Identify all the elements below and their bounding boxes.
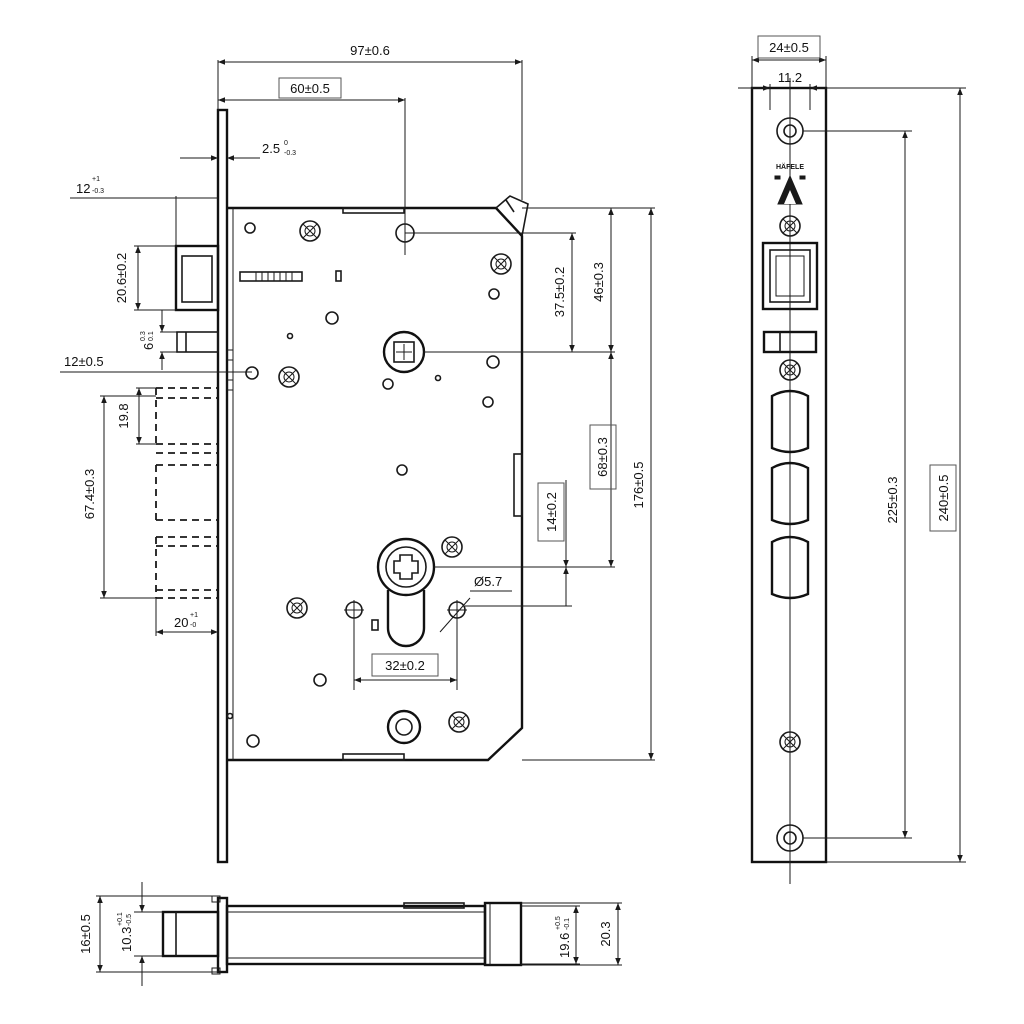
logo-brand-text: HÄFELE bbox=[776, 163, 804, 171]
dim-latch-projection: 12 bbox=[76, 181, 90, 196]
dim-bolt-span: 67.4±0.3 bbox=[82, 469, 97, 520]
lock-case-body bbox=[227, 206, 524, 762]
bottom-faceplate bbox=[216, 896, 229, 974]
side-notch bbox=[513, 453, 523, 517]
dim-bolt-projection-sub: -0 bbox=[190, 622, 196, 629]
top-tab-detail bbox=[505, 199, 515, 213]
dim-case-depth: 16±0.5 bbox=[78, 914, 93, 954]
dim-case-height: 176±0.5 bbox=[631, 462, 646, 509]
dim-deadlock-height-sub: 0.1 bbox=[148, 331, 155, 341]
faceplate-view: HÄFELE bbox=[738, 35, 966, 884]
dim-faceplate-inner: 11.2 bbox=[778, 70, 802, 85]
dim-faceplate-width-box bbox=[757, 35, 821, 59]
bottom-tab bbox=[483, 901, 523, 967]
bolt-dashed-outlines bbox=[155, 387, 218, 599]
dim-latch-height: 20.6±0.2 bbox=[114, 253, 129, 304]
rivet bbox=[448, 711, 470, 733]
front-view: 97±0.6 60±0.5 2.5 0 -0.3 12 +1 -0.3 20.6… bbox=[60, 43, 655, 864]
dim-latch-projection-sup: +1 bbox=[92, 176, 100, 183]
dim-bolt-projection-sup: +1 bbox=[190, 612, 198, 619]
spring-mechanism bbox=[239, 270, 342, 282]
follower-hub bbox=[382, 330, 426, 374]
dim-latch-depth-sub: -0.5 bbox=[126, 914, 133, 926]
faceplate-outline bbox=[750, 86, 828, 864]
top-tab bbox=[495, 195, 529, 237]
bottom-case bbox=[225, 904, 487, 966]
front-dimension-lines bbox=[60, 59, 655, 761]
latch-bolt bbox=[174, 244, 220, 312]
latch-opening bbox=[761, 241, 819, 311]
rivet bbox=[490, 253, 512, 275]
dim-follower-to-top: 46±0.3 bbox=[591, 262, 606, 302]
top-slot bbox=[342, 207, 405, 214]
dim-backset-box bbox=[278, 77, 342, 99]
faceplate-rivet-mid bbox=[779, 359, 801, 381]
deadlock-latch bbox=[176, 331, 219, 353]
dim-hole-dia: Ø5.7 bbox=[474, 574, 502, 589]
dim-deadlock-height-sup: 0.3 bbox=[140, 331, 147, 341]
dim-faceplate-thickness-sup: 0 bbox=[284, 140, 288, 147]
dim-follower-offset: 37.5±0.2 bbox=[552, 267, 567, 318]
bottom-top-slot bbox=[403, 902, 465, 909]
dim-faceplate-thickness: 2.5 bbox=[262, 141, 280, 156]
rivet bbox=[278, 366, 300, 388]
cylinder-fixing-holes bbox=[344, 600, 467, 631]
faceplate-rivet-bottom bbox=[779, 731, 801, 753]
bottom-view: 16±0.5 10.3 +0.1 -0.5 19.6 +0.5 -0.1 20.… bbox=[78, 882, 622, 986]
dim-screw-spacing: 225±0.3 bbox=[885, 477, 900, 524]
dim-latch-depth-sup: +0.1 bbox=[117, 912, 124, 926]
deadlock-opening bbox=[762, 330, 818, 354]
dim-cylinder-holes-box bbox=[371, 653, 439, 677]
dim-deadlock-projection: 12±0.5 bbox=[64, 354, 104, 369]
dim-faceplate-length: 240±0.5 bbox=[936, 475, 951, 522]
dim-distance: 68±0.3 bbox=[595, 437, 610, 477]
dim-bolt-depth-sub: -0.1 bbox=[564, 918, 571, 930]
dim-bolt-depth-sup: +0.5 bbox=[555, 916, 562, 930]
hafele-logo: HÄFELE bbox=[774, 163, 806, 205]
dim-latch-depth: 10.3 bbox=[119, 927, 134, 952]
rivet bbox=[299, 220, 321, 242]
faceplate-dimension-labels: 24±0.5 11.2 225±0.3 240±0.5 bbox=[757, 35, 957, 532]
dim-distance-box bbox=[589, 424, 617, 490]
dim-bolt-depth: 19.6 bbox=[557, 933, 572, 958]
front-dimension-labels: 97±0.6 60±0.5 2.5 0 -0.3 12 +1 -0.3 20.6… bbox=[64, 43, 646, 677]
bottom-latch bbox=[161, 910, 220, 958]
rivet bbox=[286, 597, 308, 619]
bolt-openings bbox=[770, 389, 810, 600]
dim-deadlock-height: 6 bbox=[141, 343, 156, 350]
faceplate-rivet-top bbox=[779, 215, 801, 237]
cylinder-slot bbox=[386, 590, 426, 648]
dim-cylinder-offset-box bbox=[537, 482, 565, 542]
dim-faceplate-width: 24±0.5 bbox=[769, 40, 809, 55]
bottom-dimension-lines bbox=[96, 882, 622, 986]
small-tab-1 bbox=[226, 349, 234, 361]
dim-faceplate-thickness-sub: -0.3 bbox=[284, 150, 296, 157]
dim-bolt-projection: 20 bbox=[174, 615, 188, 630]
faceplate-dimension-lines bbox=[738, 56, 966, 863]
dim-width-total: 97±0.6 bbox=[350, 43, 390, 58]
dim-cylinder-offset: 14±0.2 bbox=[544, 492, 559, 532]
bottom-dimension-labels: 16±0.5 10.3 +0.1 -0.5 19.6 +0.5 -0.1 20.… bbox=[78, 912, 613, 958]
dim-overall-depth: 20.3 bbox=[598, 921, 613, 946]
dim-cylinder-holes: 32±0.2 bbox=[385, 658, 425, 673]
latch-bolt-inner bbox=[181, 255, 213, 303]
bottom-flange-2 bbox=[211, 967, 221, 975]
dim-bolt-spacing: 19.8 bbox=[116, 403, 131, 428]
bottom-ring bbox=[386, 709, 422, 745]
cylinder-hub bbox=[376, 537, 436, 648]
faceplate-strip bbox=[216, 108, 229, 864]
dim-backset: 60±0.5 bbox=[290, 81, 330, 96]
small-tab-2 bbox=[226, 379, 234, 391]
bottom-slot bbox=[342, 753, 405, 761]
small-holes bbox=[226, 222, 500, 748]
dim-faceplate-length-box bbox=[929, 464, 957, 532]
rivet bbox=[441, 536, 463, 558]
dim-latch-projection-sub: -0.3 bbox=[92, 188, 104, 195]
rivets bbox=[278, 220, 512, 733]
